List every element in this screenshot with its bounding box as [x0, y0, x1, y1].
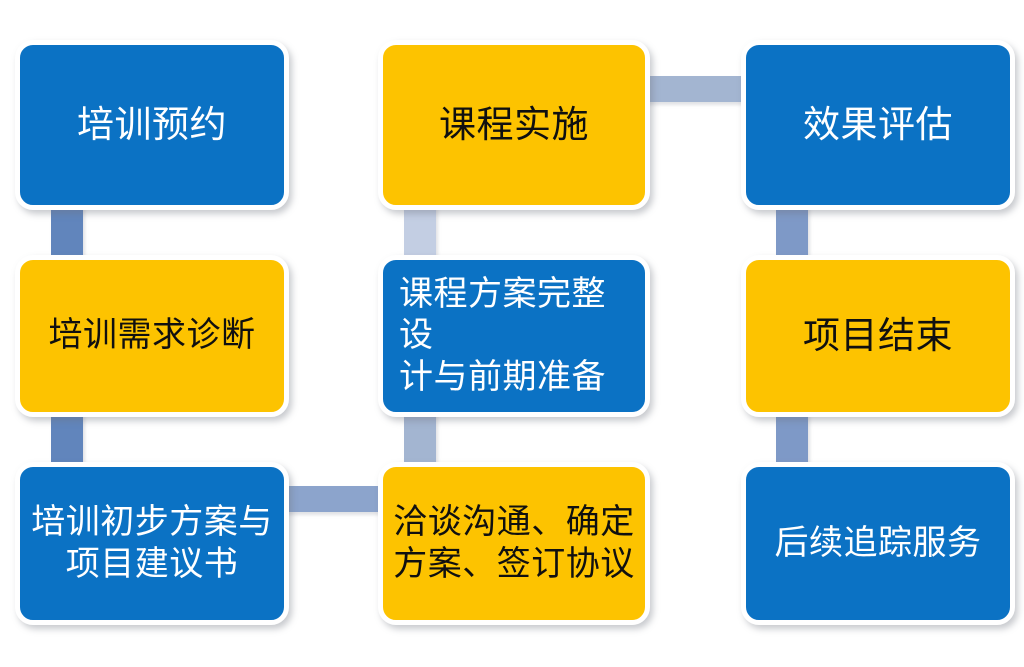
connector-left-row2-row3	[51, 412, 83, 470]
node-project-end[interactable]: 项目结束	[741, 255, 1015, 417]
connector-top-middle-to-right	[638, 76, 753, 102]
node-label: 培训预约	[77, 103, 227, 147]
node-label: 洽谈沟通、确定 方案、签订协议	[393, 502, 635, 584]
connector-bar	[776, 412, 808, 470]
connector-right-row1-row2	[776, 205, 808, 261]
node-negotiation-agreement[interactable]: 洽谈沟通、确定 方案、签订协议	[378, 462, 650, 625]
connector-bar	[51, 205, 83, 261]
connector-bar	[638, 76, 753, 102]
connector-bar	[278, 486, 390, 512]
node-course-design-preparation[interactable]: 课程方案完整设 计与前期准备	[378, 255, 650, 417]
connector-bar	[404, 205, 436, 261]
node-training-appointment[interactable]: 培训预约	[15, 40, 289, 210]
node-label: 课程实施	[439, 103, 589, 147]
connector-bottom-left-to-middle	[278, 486, 390, 512]
connector-middle-row1-row2	[404, 205, 436, 261]
node-effect-evaluation[interactable]: 效果评估	[741, 40, 1015, 210]
connector-bar	[51, 412, 83, 470]
connector-middle-row2-row3	[404, 412, 436, 470]
node-label: 项目结束	[803, 314, 953, 358]
connector-bar	[404, 412, 436, 470]
node-label: 效果评估	[803, 103, 953, 147]
connector-left-row1-row2	[51, 205, 83, 261]
node-label: 培训需求诊断	[48, 315, 256, 356]
connector-right-row2-row3	[776, 412, 808, 470]
node-course-implementation[interactable]: 课程实施	[378, 40, 650, 210]
node-label: 后续追踪服务	[774, 522, 982, 563]
node-label: 培训初步方案与 项目建议书	[31, 502, 273, 584]
node-follow-up-service[interactable]: 后续追踪服务	[741, 462, 1015, 625]
connector-bar	[776, 205, 808, 261]
node-label: 课程方案完整设 计与前期准备	[399, 273, 606, 397]
node-preliminary-plan-proposal[interactable]: 培训初步方案与 项目建议书	[15, 462, 289, 625]
node-training-needs-diagnosis[interactable]: 培训需求诊断	[15, 255, 289, 417]
